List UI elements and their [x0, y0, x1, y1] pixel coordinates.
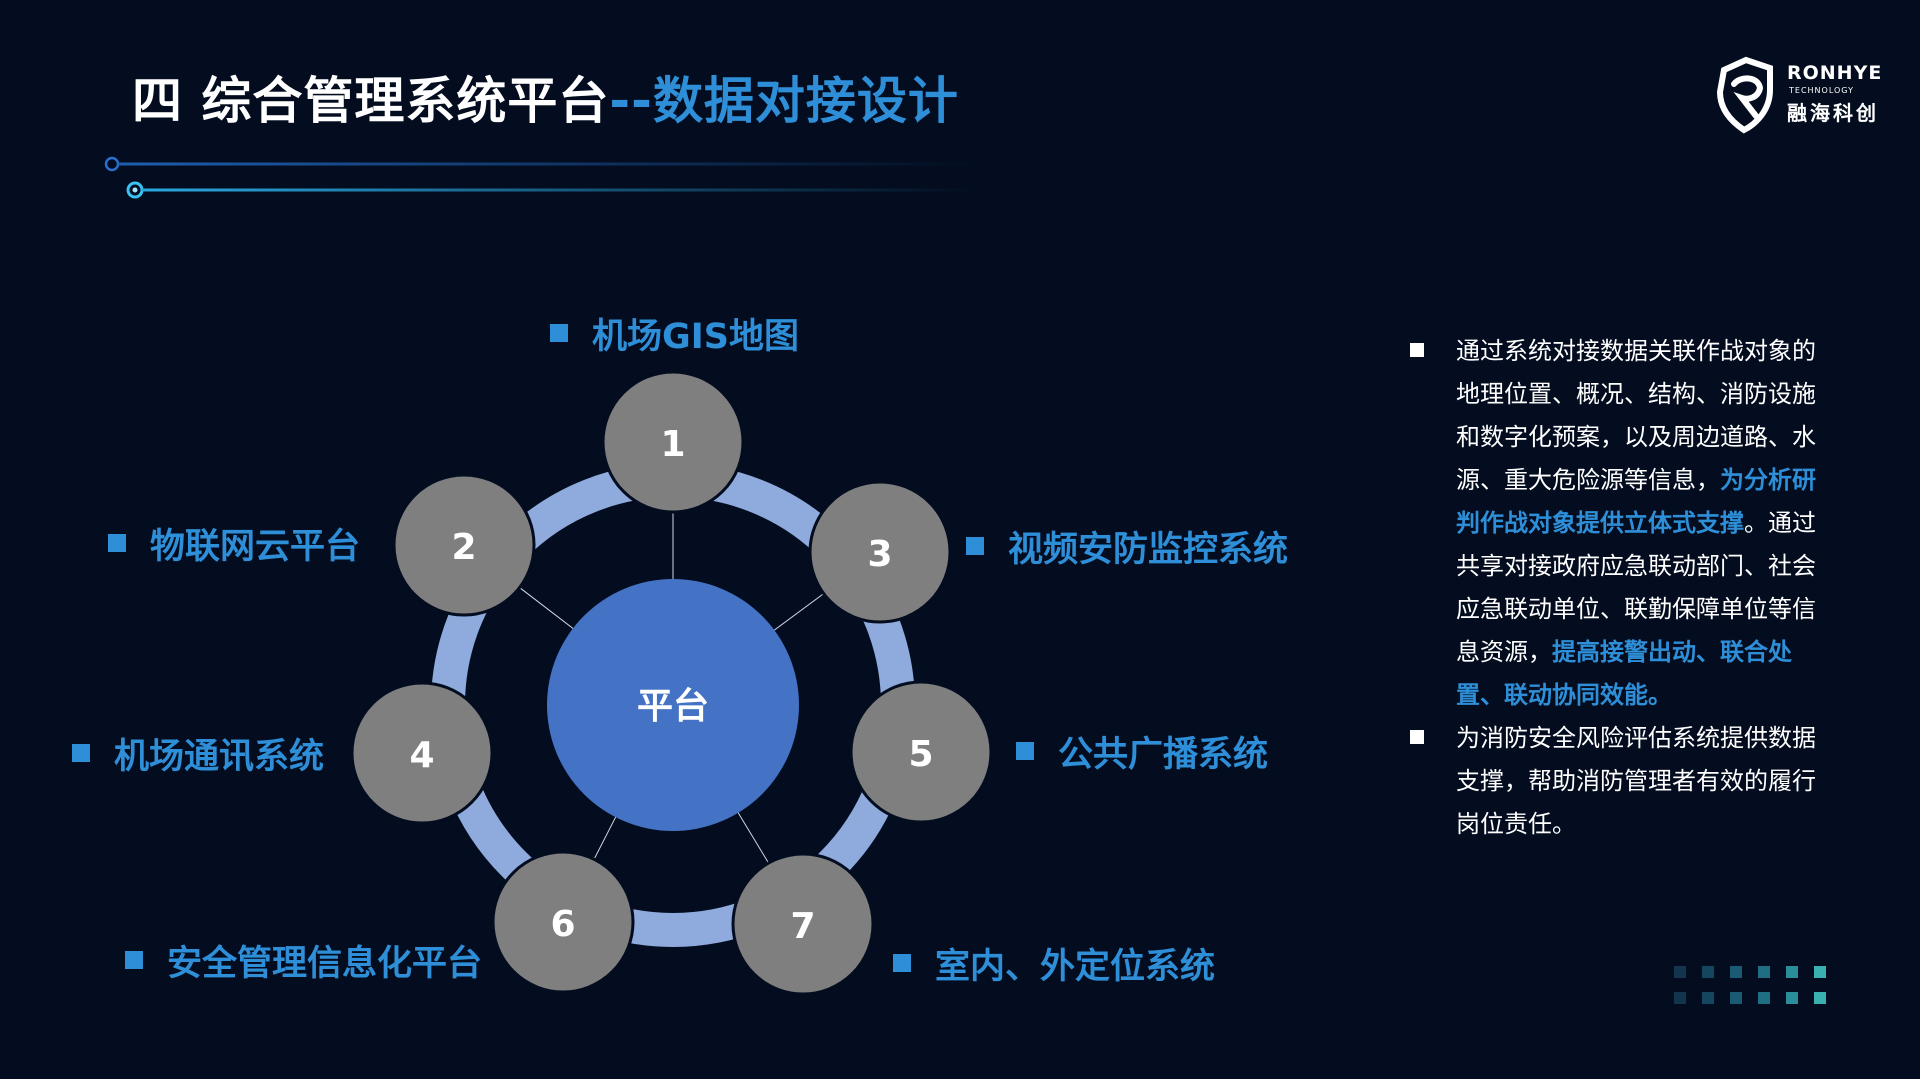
node-2: 2 — [392, 473, 536, 617]
bullet-square-icon — [893, 954, 911, 972]
description-panel: 通过系统对接数据关联作战对象的地理位置、概况、结构、消防设施和数字化预案，以及周… — [1410, 330, 1830, 846]
node-3-label: 视频安防监控系统 — [966, 523, 1288, 570]
title-main: 四 综合管理系统平台 — [132, 72, 610, 130]
center-platform-circle — [547, 579, 799, 831]
logo-tagline: TECHNOLOGY — [1789, 86, 1854, 95]
logo-name-en: RONHYE — [1787, 62, 1883, 84]
node-4-number: 4 — [409, 735, 434, 776]
node-1: 1 — [601, 370, 745, 514]
node-7-label: 室内、外定位系统 — [893, 940, 1215, 987]
node-3: 3 — [808, 480, 952, 624]
title-separator: -- — [609, 72, 653, 130]
node-7-number: 7 — [790, 906, 815, 947]
bullet-square-icon — [72, 744, 90, 762]
center-platform-label: 平台 — [637, 686, 709, 727]
node-4: 4 — [350, 681, 494, 825]
node-6-number: 6 — [550, 904, 575, 945]
node-1-number: 1 — [660, 424, 685, 465]
node-7: 7 — [731, 852, 875, 996]
node-6-label: 安全管理信息化平台 — [125, 937, 482, 984]
title-subtitle: 数据对接设计 — [652, 72, 959, 130]
logo-mark-icon — [1716, 56, 1773, 134]
bullet-square-icon — [966, 537, 984, 555]
description-bullet-2: 为消防安全风险评估系统提供数据支撑，帮助消防管理者有效的履行岗位责任。 — [1410, 717, 1830, 846]
bullet-square-icon — [108, 534, 126, 552]
decorative-dot-grid — [1674, 966, 1826, 1004]
bullet-square-icon — [125, 951, 143, 969]
node-4-label: 机场通讯系统 — [72, 730, 324, 777]
node-3-number: 3 — [867, 534, 892, 575]
bullet-square-icon — [1410, 730, 1424, 744]
bullet-square-icon — [550, 324, 568, 342]
node-6: 6 — [491, 850, 635, 994]
bullet-square-icon — [1016, 742, 1034, 760]
bullet-square-icon — [1410, 343, 1424, 357]
title-underline-decoration — [104, 156, 978, 199]
node-1-label: 机场GIS地图 — [550, 310, 799, 357]
node-5-label: 公共广播系统 — [1016, 728, 1268, 775]
description-bullet-1: 通过系统对接数据关联作战对象的地理位置、概况、结构、消防设施和数字化预案，以及周… — [1410, 330, 1830, 717]
node-2-number: 2 — [451, 527, 476, 568]
ronhye-logo — [1716, 56, 1773, 134]
page-title: 四 综合管理系统平台--数据对接设计 — [132, 66, 959, 136]
node-5-number: 5 — [908, 734, 933, 775]
node-2-label: 物联网云平台 — [108, 520, 360, 567]
logo-name-cn: 融海科创 — [1787, 101, 1879, 125]
node-5: 5 — [849, 680, 993, 824]
